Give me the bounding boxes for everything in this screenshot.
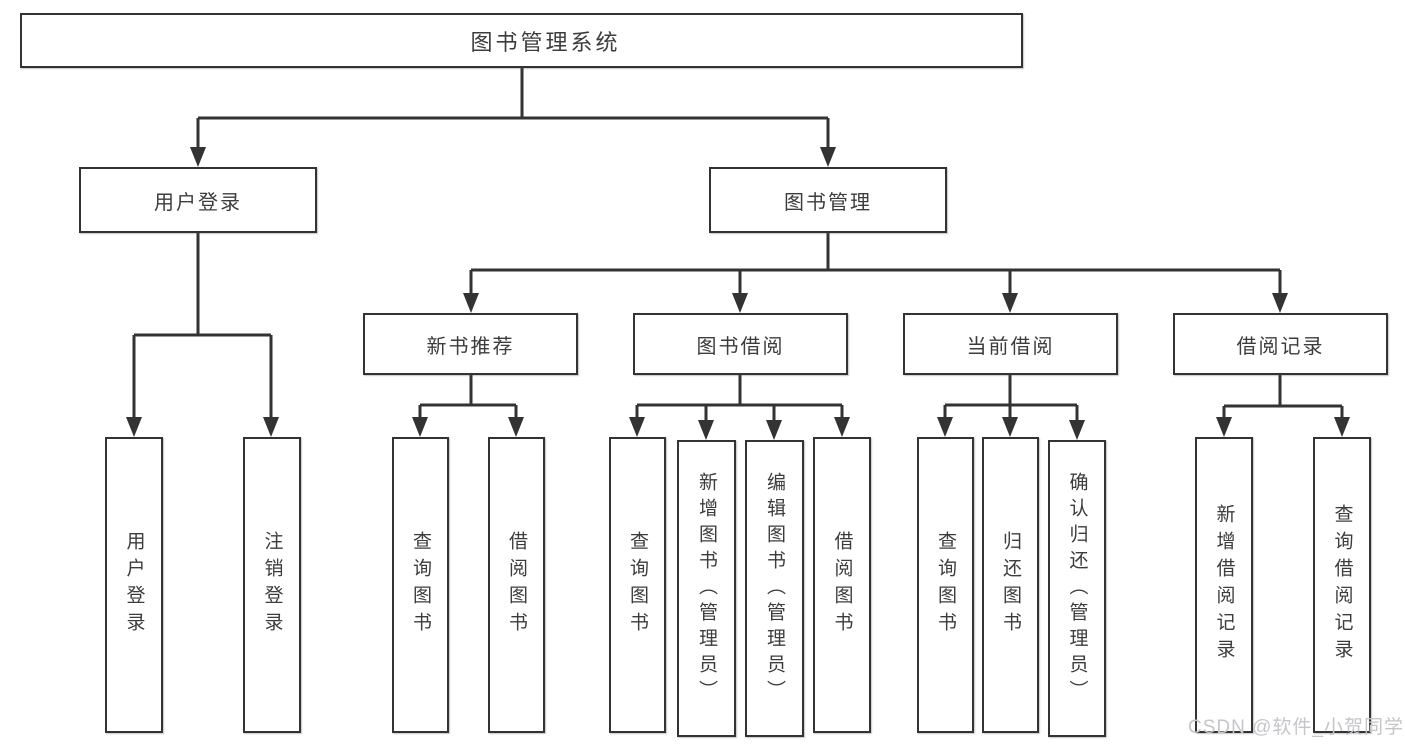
node-library-system: 图书管理系统 [20, 13, 1023, 68]
leaf-logout: 注销登录 [243, 437, 301, 733]
leaf-edit-books-admin: 编辑图书（管理员） [745, 440, 804, 737]
node-borrow-records: 借阅记录 [1173, 313, 1388, 375]
leaf-borrow-books-recommend: 借阅图书 [488, 437, 545, 733]
node-new-book-recommend: 新书推荐 [363, 313, 578, 375]
leaf-user-login: 用户登录 [105, 437, 163, 733]
leaf-add-books-admin: 新增图书（管理员） [677, 440, 736, 737]
leaf-query-borrow-record: 查询借阅记录 [1313, 437, 1371, 733]
csdn-watermark: CSDN @软件_小贺同学 [1188, 717, 1404, 738]
leaf-query-books-borrow: 查询图书 [609, 437, 666, 733]
leaf-add-borrow-record: 新增借阅记录 [1195, 437, 1253, 733]
node-current-borrow: 当前借阅 [903, 313, 1118, 375]
node-book-management: 图书管理 [709, 167, 947, 233]
leaf-confirm-return-admin: 确认归还（管理员） [1048, 440, 1106, 737]
leaf-query-books-recommend: 查询图书 [392, 437, 449, 733]
leaf-query-books-current: 查询图书 [917, 437, 974, 733]
leaf-borrow-books: 借阅图书 [813, 437, 871, 733]
node-user-login: 用户登录 [79, 167, 317, 233]
node-book-borrow: 图书借阅 [633, 313, 848, 375]
leaf-return-books: 归还图书 [982, 437, 1039, 733]
